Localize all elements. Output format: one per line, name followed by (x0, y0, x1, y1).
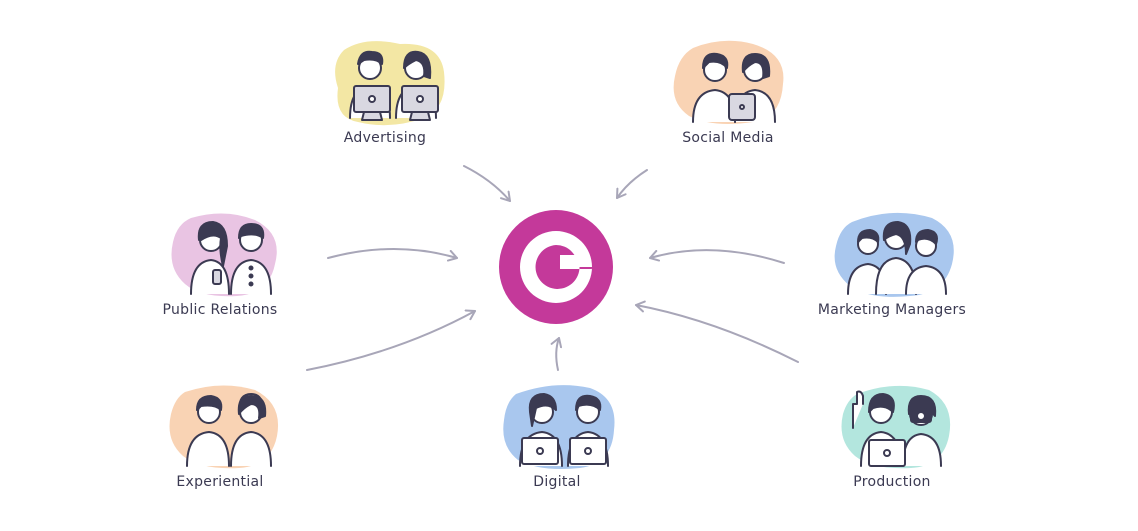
node-label: Production (853, 474, 931, 490)
node-social-media: Social Media (648, 38, 808, 146)
two-people-laptops-icon (503, 385, 615, 469)
node-marketing-managers: Marketing Managers (812, 210, 972, 318)
arrow-public-relations (327, 248, 458, 262)
arrow-experiential (306, 309, 476, 371)
arrow-marketing-managers (649, 249, 785, 264)
node-production: Production (812, 382, 972, 490)
g-logo-icon (499, 210, 613, 324)
node-public-relations: Public Relations (140, 210, 300, 318)
node-label: Marketing Managers (817, 302, 967, 318)
two-people-phone-icon (171, 213, 277, 297)
node-experiential: Experiential (140, 382, 300, 490)
arrow-digital (550, 337, 563, 371)
two-people-headphones-icon (169, 385, 279, 469)
node-advertising: Advertising (305, 38, 465, 146)
node-label: Advertising (343, 130, 427, 146)
two-people-laptops-icon (335, 41, 445, 126)
arrow-social-media (616, 169, 648, 199)
arrow-production (635, 300, 799, 363)
two-people-camera-icon (841, 385, 951, 469)
three-people-icon (834, 212, 954, 297)
two-people-tablet-icon (673, 40, 784, 124)
node-label: Digital (533, 474, 581, 490)
node-label: Social Media (682, 130, 774, 146)
node-label: Experiential (176, 474, 264, 490)
arrow-advertising (463, 165, 511, 202)
node-digital: Digital (477, 382, 637, 490)
node-label: Public Relations (162, 302, 278, 318)
